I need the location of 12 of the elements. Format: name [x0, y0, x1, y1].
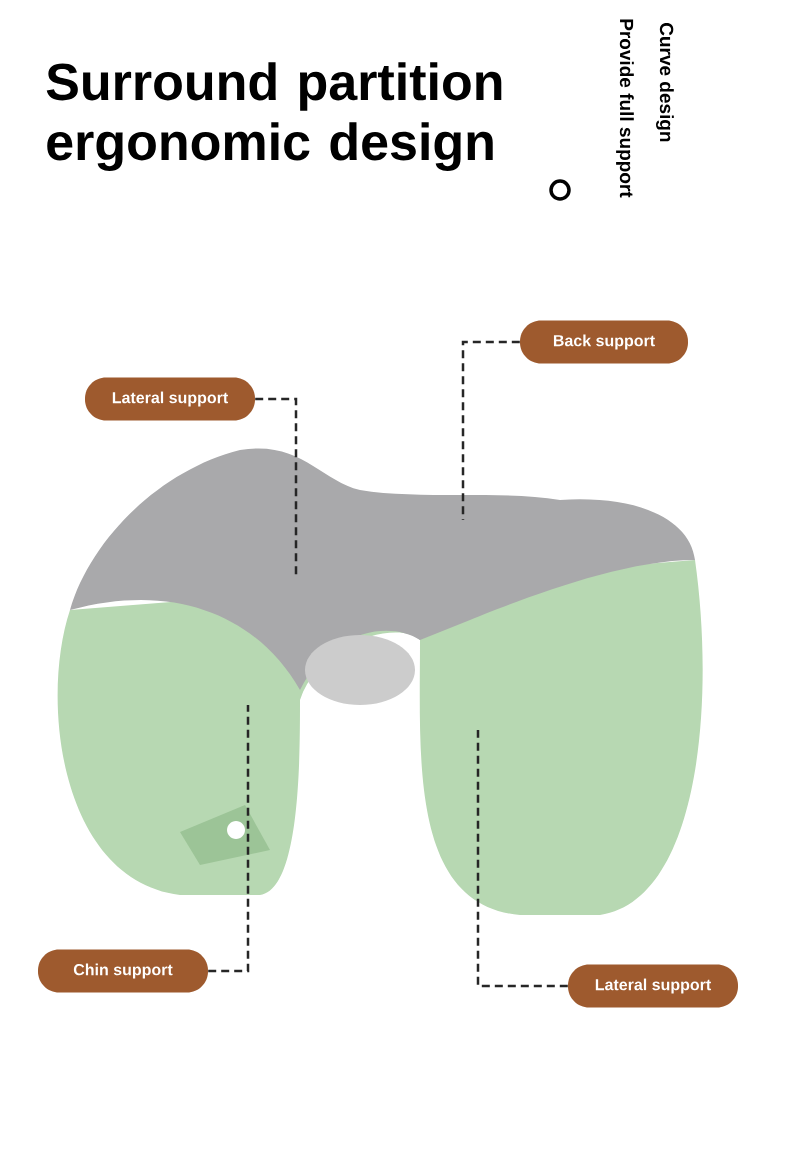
vertical-caption: Provide full support: [616, 19, 634, 198]
label-pill: Chin support: [38, 949, 208, 993]
leader-line: [208, 705, 250, 973]
pillow-drawing: [57, 448, 703, 915]
leader-line: [476, 730, 568, 988]
title: Surround partition ergonomic design: [46, 62, 502, 171]
leader-line: [461, 340, 520, 520]
label-pill: Lateral support: [85, 377, 255, 421]
label-pill: Back support: [520, 320, 688, 364]
label-pill: Lateral support: [568, 964, 738, 1008]
vertical-caption: Curve design: [656, 23, 674, 142]
leader-line: [255, 397, 298, 577]
